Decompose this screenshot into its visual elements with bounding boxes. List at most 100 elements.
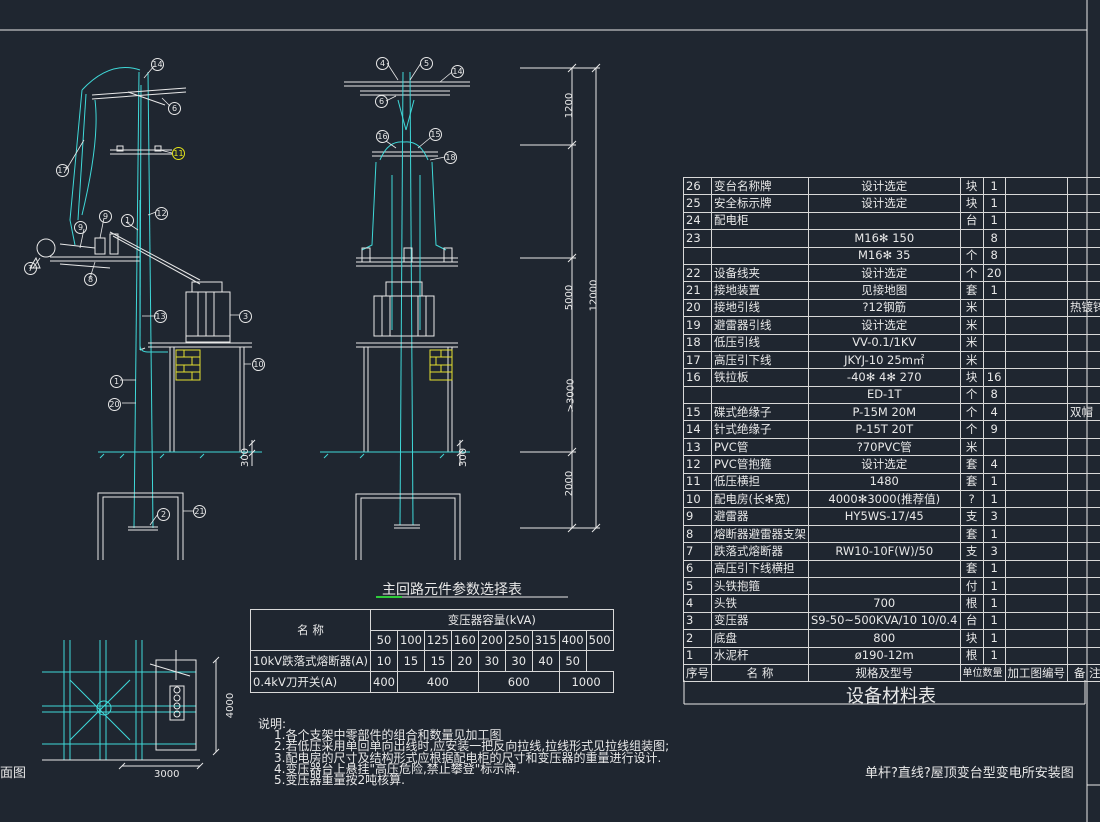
material-cell-code [1004,490,1068,509]
plan-view [42,640,220,770]
material-cell-no: 17 [683,350,712,370]
material-cell-code [1004,629,1068,648]
material-cell-code [1004,594,1068,613]
material-cell-unit: 块 [959,176,984,196]
material-cell-note [1067,176,1100,196]
material-cell-code [1004,420,1068,439]
material-cell-no: 15 [683,403,712,422]
callout-9: 9 [99,210,112,223]
material-cell-unit: 根 [959,646,984,665]
material-cell-qty: 3 [982,507,1006,526]
material-cell-spec: P-15T 20T [808,420,961,439]
material-cell-code [1004,350,1068,370]
material-cell-qty: 1 [982,472,1006,492]
material-cell-name: 配电房(长✻宽) [711,490,809,509]
material-cell-unit: 个 [959,385,984,405]
callout-3: 3 [239,310,252,323]
material-cell-name: 高压引下线横担 [711,559,809,578]
material-cell-spec: HY5WS-17/45 [808,507,961,526]
select-capacity-cell: 50 [370,630,398,651]
material-cell-spec: ED-1T [808,385,961,405]
select-capacity-cell: 400 [558,630,587,651]
material-cell-note [1067,611,1100,631]
callout-8: 8 [84,273,97,286]
material-cell-spec: 设计选定 [808,316,961,335]
material-cell-note [1067,472,1100,492]
select-switch-val: 1000 [558,671,614,693]
mat-header-unit-qty: 单位数量 [959,663,1006,683]
material-cell-name: PVC管抱箍 [711,455,809,474]
material-cell-note [1067,437,1100,457]
material-cell-unit: 米 [959,316,984,335]
material-cell-qty [982,350,1006,370]
material-cell-qty [982,437,1006,457]
material-cell-unit: 套 [959,524,984,544]
dim-1200: 1200 [564,92,576,119]
material-cell-qty: 1 [982,611,1006,631]
material-cell-no: 16 [683,368,712,387]
material-cell-name: 变压器 [711,611,809,631]
mat-header-note: 备 注 [1067,663,1100,683]
material-cell-name: 水泥杆 [711,646,809,665]
material-cell-spec: -40✻ 4✻ 270 [808,368,961,387]
material-cell-unit: 米 [959,437,984,457]
material-cell-qty: 1 [982,594,1006,613]
material-cell-unit: 套 [959,559,984,578]
material-cell-unit: 支 [959,542,984,561]
material-cell-qty [982,316,1006,335]
material-cell-no: 23 [683,229,712,248]
material-cell-no: 12 [683,455,712,474]
material-cell-name: 设备线夹 [711,263,809,283]
material-cell-name: 熔断器避雷器支架 [711,524,809,544]
material-cell-qty: 1 [982,559,1006,578]
material-cell-spec: 设计选定 [808,194,961,213]
material-cell-note [1067,490,1100,509]
material-cell-no: 5 [683,576,712,596]
material-cell-spec: ?70PVC管 [808,437,961,457]
material-cell-no: 8 [683,524,712,544]
material-cell-spec: M16✻ 150 [808,229,961,248]
material-cell-unit: 套 [959,455,984,474]
material-cell-name: 避雷器 [711,507,809,526]
callout-14: 14 [451,65,464,78]
callout-6: 6 [375,95,388,108]
material-cell-spec: 见接地图 [808,281,961,300]
material-cell-no: 9 [683,507,712,526]
mat-header-unit: 单位 [962,667,983,679]
material-cell-no [683,246,712,265]
material-cell-qty: 8 [982,229,1006,248]
material-cell-name: 低压横担 [711,472,809,492]
material-cell-qty: 1 [982,490,1006,509]
callout-1: 1 [110,375,123,388]
material-cell-no: 7 [683,542,712,561]
material-cell-code [1004,211,1068,231]
material-cell-code [1004,507,1068,526]
callout-14: 14 [151,58,164,71]
material-cell-code [1004,194,1068,213]
callout-9: 9 [74,221,87,234]
material-cell-no: 6 [683,559,712,578]
material-cell-no: 2 [683,629,712,648]
material-cell-no: 11 [683,472,712,492]
material-cell-qty: 1 [982,176,1006,196]
material-cell-code [1004,611,1068,631]
material-cell-no: 20 [683,298,712,318]
select-fuse-val: 30 [504,650,533,672]
select-capacity-header: 变压器容量(kVA) [370,609,614,631]
callout-17: 17 [56,164,69,177]
callout-21: 21 [193,505,206,518]
material-cell-unit: 米 [959,298,984,318]
